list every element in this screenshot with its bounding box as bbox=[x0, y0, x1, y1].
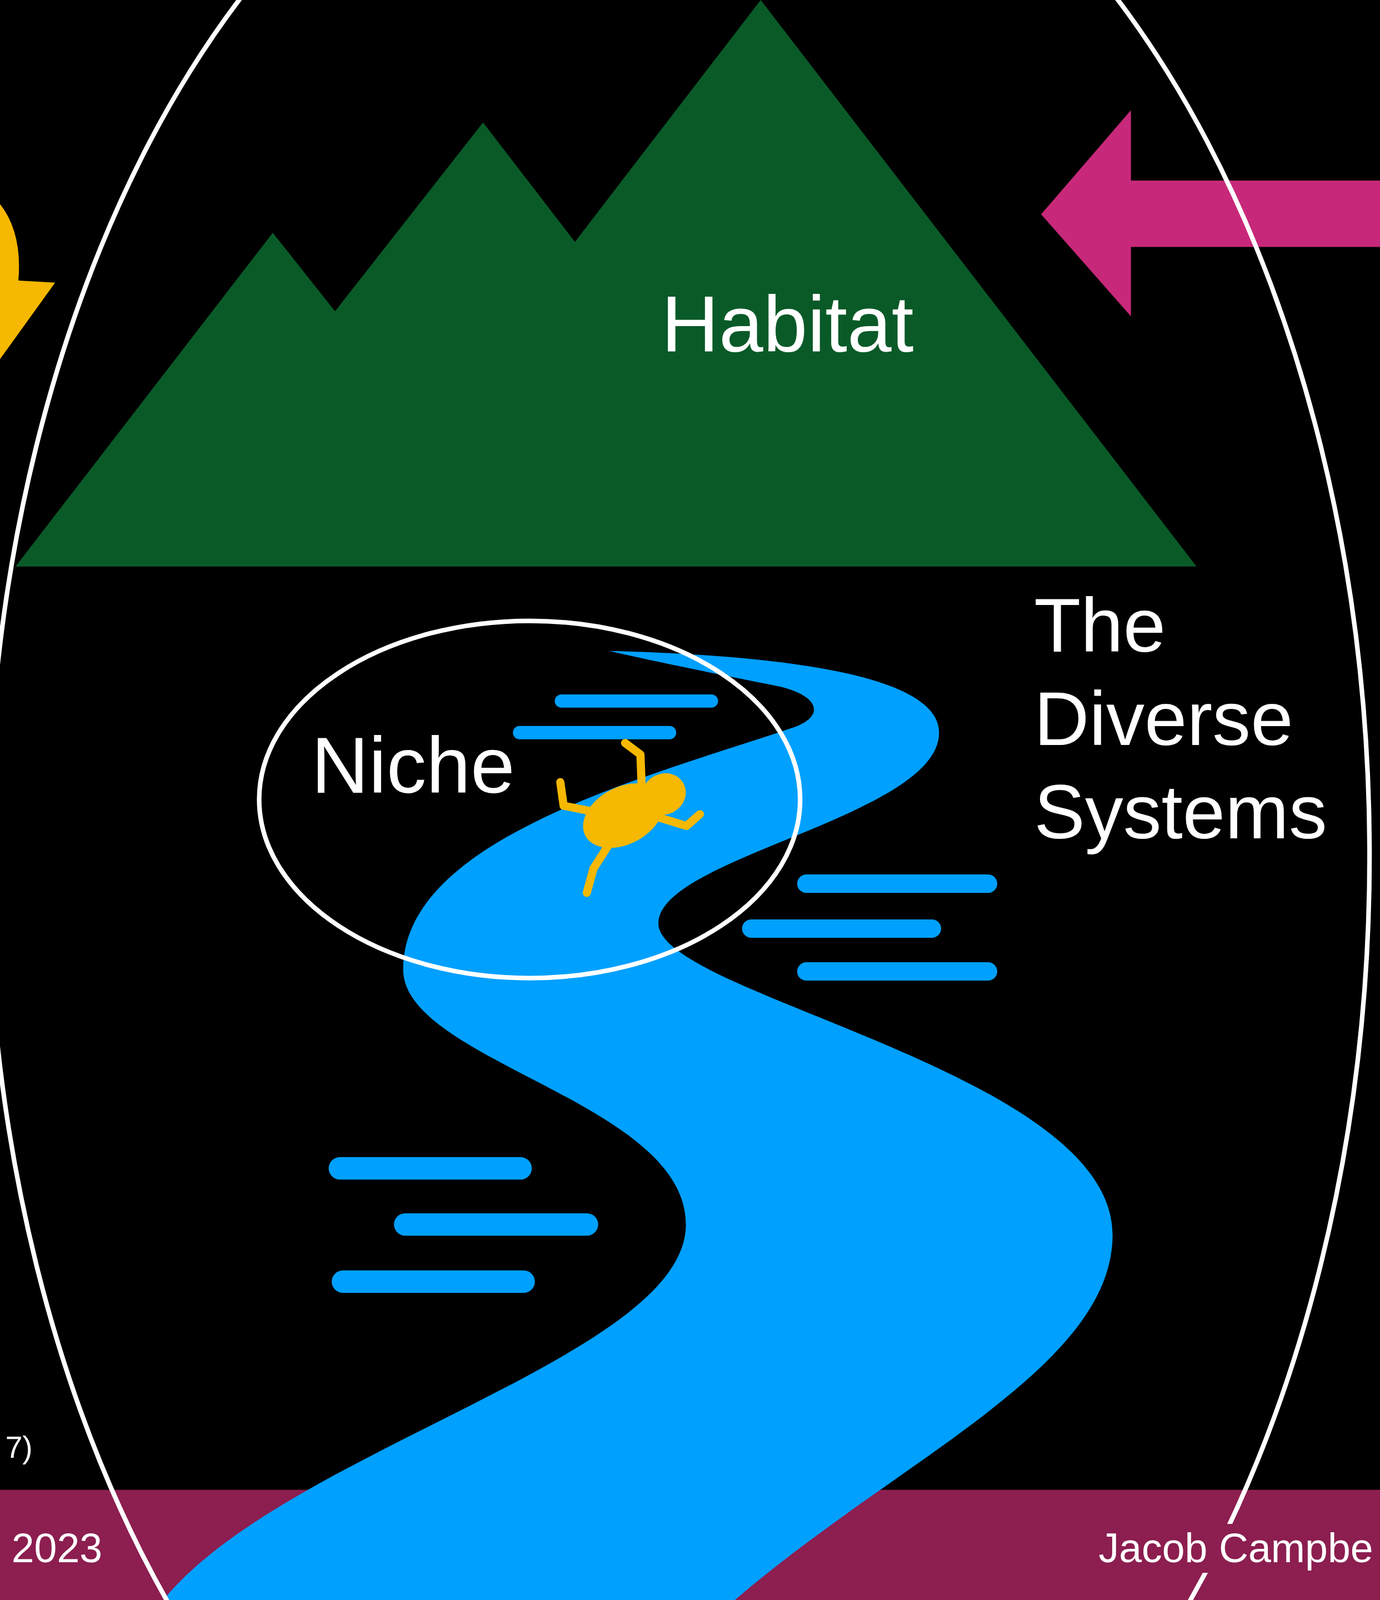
habitat-label-holder: Habitat bbox=[661, 275, 914, 373]
year-label: 2023 bbox=[8, 1523, 106, 1573]
niche-ellipse-shape bbox=[259, 620, 801, 978]
frog bbox=[533, 727, 708, 893]
habitat-mountain: Habitat bbox=[15, 0, 1197, 567]
water-dash bbox=[806, 962, 988, 981]
water-dash bbox=[340, 1157, 521, 1180]
water-dash bbox=[342, 1270, 524, 1293]
pink-arrow bbox=[1041, 110, 1380, 317]
systems-label-holder: The Diverse Systems bbox=[1033, 578, 1380, 859]
cut-note-holder: 7) bbox=[2, 1428, 37, 1466]
water-dash bbox=[561, 694, 712, 708]
river bbox=[163, 651, 1113, 1600]
cut-note: 7) bbox=[2, 1428, 37, 1466]
author-label: Jacob Campbe bbox=[1095, 1523, 1377, 1573]
water-dash bbox=[806, 874, 988, 893]
water-dash bbox=[405, 1213, 587, 1236]
author-label-holder: Jacob Campbe bbox=[1095, 1523, 1377, 1573]
water-dash bbox=[519, 726, 670, 740]
niche-ellipse: Niche bbox=[256, 617, 804, 982]
niche-label-holder: Niche bbox=[311, 716, 515, 814]
niche-label: Niche bbox=[311, 716, 515, 814]
systems-label: The Diverse Systems bbox=[1033, 578, 1380, 859]
year-label-holder: 2023 bbox=[8, 1523, 106, 1573]
frog-legs bbox=[533, 727, 708, 893]
habitat-label: Habitat bbox=[661, 275, 914, 373]
yellow-arrow bbox=[0, 203, 55, 359]
habitat-mountain-outline bbox=[15, 0, 1197, 567]
water-dash bbox=[751, 919, 932, 938]
habitat-mountain-shape bbox=[15, 0, 1197, 567]
